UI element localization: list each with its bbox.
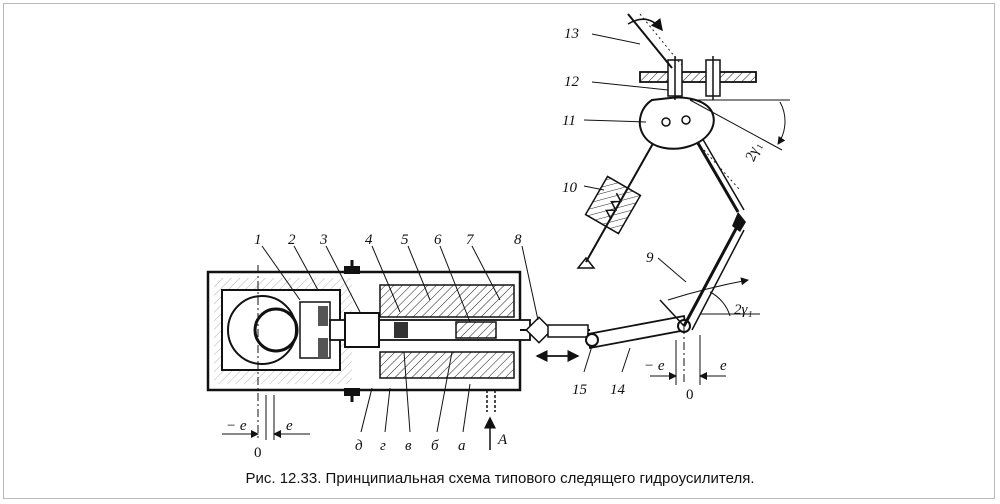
label-angle-bottom: 2γ₁ [734, 302, 753, 318]
cam-11 [638, 96, 790, 151]
label-left-minus-e: − e [226, 418, 247, 434]
label-port-v: в [405, 438, 412, 454]
figure-caption: Рис. 12.33. Принципиальная схема типовог… [245, 470, 755, 487]
label-10: 10 [562, 180, 578, 196]
label-port-d: д [355, 438, 363, 454]
link-connector [520, 316, 590, 362]
label-2: 2 [288, 232, 296, 248]
offset-labels: − e e 0 − e e 0 2γ₁ 2γ₁ [226, 140, 764, 461]
figure-frame [3, 3, 995, 499]
label-arrow-a: A [497, 432, 508, 448]
leader-lines [261, 33, 687, 433]
link-14 [585, 314, 691, 350]
label-1: 1 [254, 232, 262, 248]
diagram: 1 2 3 4 5 6 7 8 9 10 11 12 13 14 15 д г … [206, 13, 790, 461]
label-6: 6 [434, 232, 442, 248]
label-left-zero: 0 [254, 445, 262, 461]
label-port-g: г [380, 438, 386, 454]
spool-valve [329, 260, 531, 402]
label-14: 14 [610, 382, 626, 398]
label-left-plus-e: e [286, 418, 293, 434]
label-8: 8 [514, 232, 522, 248]
label-right-zero: 0 [686, 387, 694, 403]
label-port-a: а [458, 438, 466, 454]
label-12: 12 [564, 74, 580, 90]
label-15: 15 [572, 382, 588, 398]
label-3: 3 [319, 232, 328, 248]
label-9: 9 [646, 250, 654, 266]
label-angle-top: 2γ₁ [743, 140, 764, 163]
lever-9 [650, 212, 760, 385]
label-port-b: б [431, 438, 439, 454]
label-right-plus-e: e [720, 358, 727, 374]
label-4: 4 [365, 232, 373, 248]
label-7: 7 [466, 232, 475, 248]
left-offset-dimension [222, 265, 310, 440]
label-5: 5 [401, 232, 409, 248]
shaft-13 [627, 13, 685, 69]
label-13: 13 [564, 26, 579, 42]
label-11: 11 [562, 113, 576, 129]
spring-10 [576, 123, 665, 269]
part-labels: 1 2 3 4 5 6 7 8 9 10 11 12 13 14 15 [254, 26, 654, 398]
port-labels: д г в б а A [355, 432, 508, 454]
ports [484, 390, 496, 450]
label-right-minus-e: − e [644, 358, 665, 374]
piston [227, 295, 331, 365]
plate-12 [639, 56, 757, 100]
